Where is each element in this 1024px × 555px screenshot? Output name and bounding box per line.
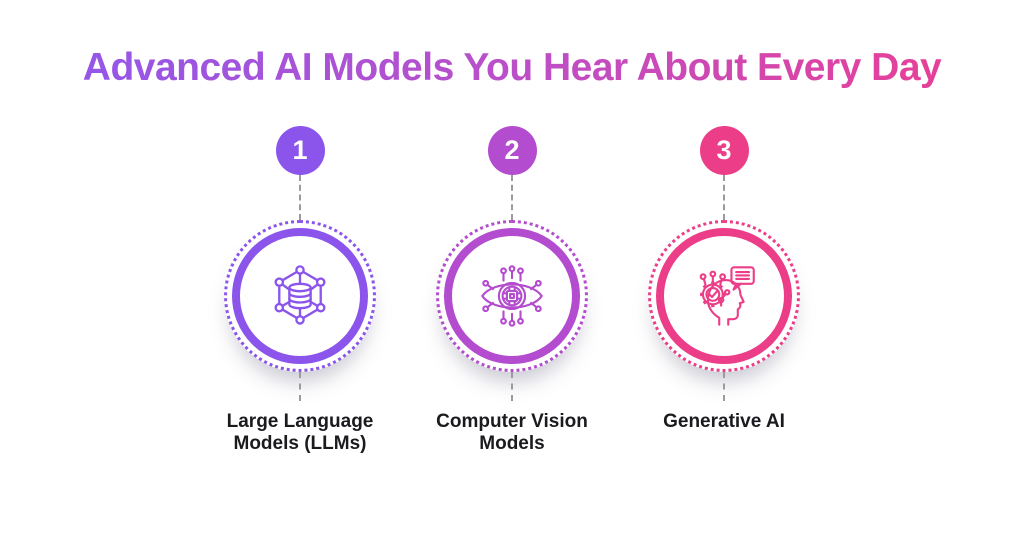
model-item-cv: 2 <box>417 126 607 456</box>
head-gear-chat-icon <box>699 266 755 326</box>
step-number-badge: 2 <box>487 126 537 175</box>
item-circle-inner <box>656 228 792 364</box>
cybernetic-eye-icon <box>481 265 543 327</box>
dashed-connector <box>511 175 513 220</box>
model-item-genai: 3 <box>629 126 819 456</box>
model-label: Generative AI <box>663 411 785 432</box>
model-label: Computer Vision Models <box>436 411 588 455</box>
model-item-llm: 1 <box>205 126 395 456</box>
dashed-connector <box>299 175 301 220</box>
item-circle-inner <box>232 228 368 364</box>
items-row: 1 <box>0 126 1024 456</box>
step-number-badge: 1 <box>275 126 325 175</box>
dashed-connector <box>723 372 725 401</box>
infographic-title: Advanced AI Models You Hear About Every … <box>0 46 1024 90</box>
dashed-connector <box>299 372 301 401</box>
model-label: Large Language Models (LLMs) <box>226 411 374 455</box>
item-circle <box>648 220 800 372</box>
step-number-badge: 3 <box>699 126 749 175</box>
dashed-connector <box>723 175 725 220</box>
item-circle-inner <box>444 228 580 364</box>
item-circle <box>224 220 376 372</box>
network-database-icon <box>274 265 326 325</box>
item-circle <box>436 220 588 372</box>
dashed-connector <box>511 372 513 401</box>
